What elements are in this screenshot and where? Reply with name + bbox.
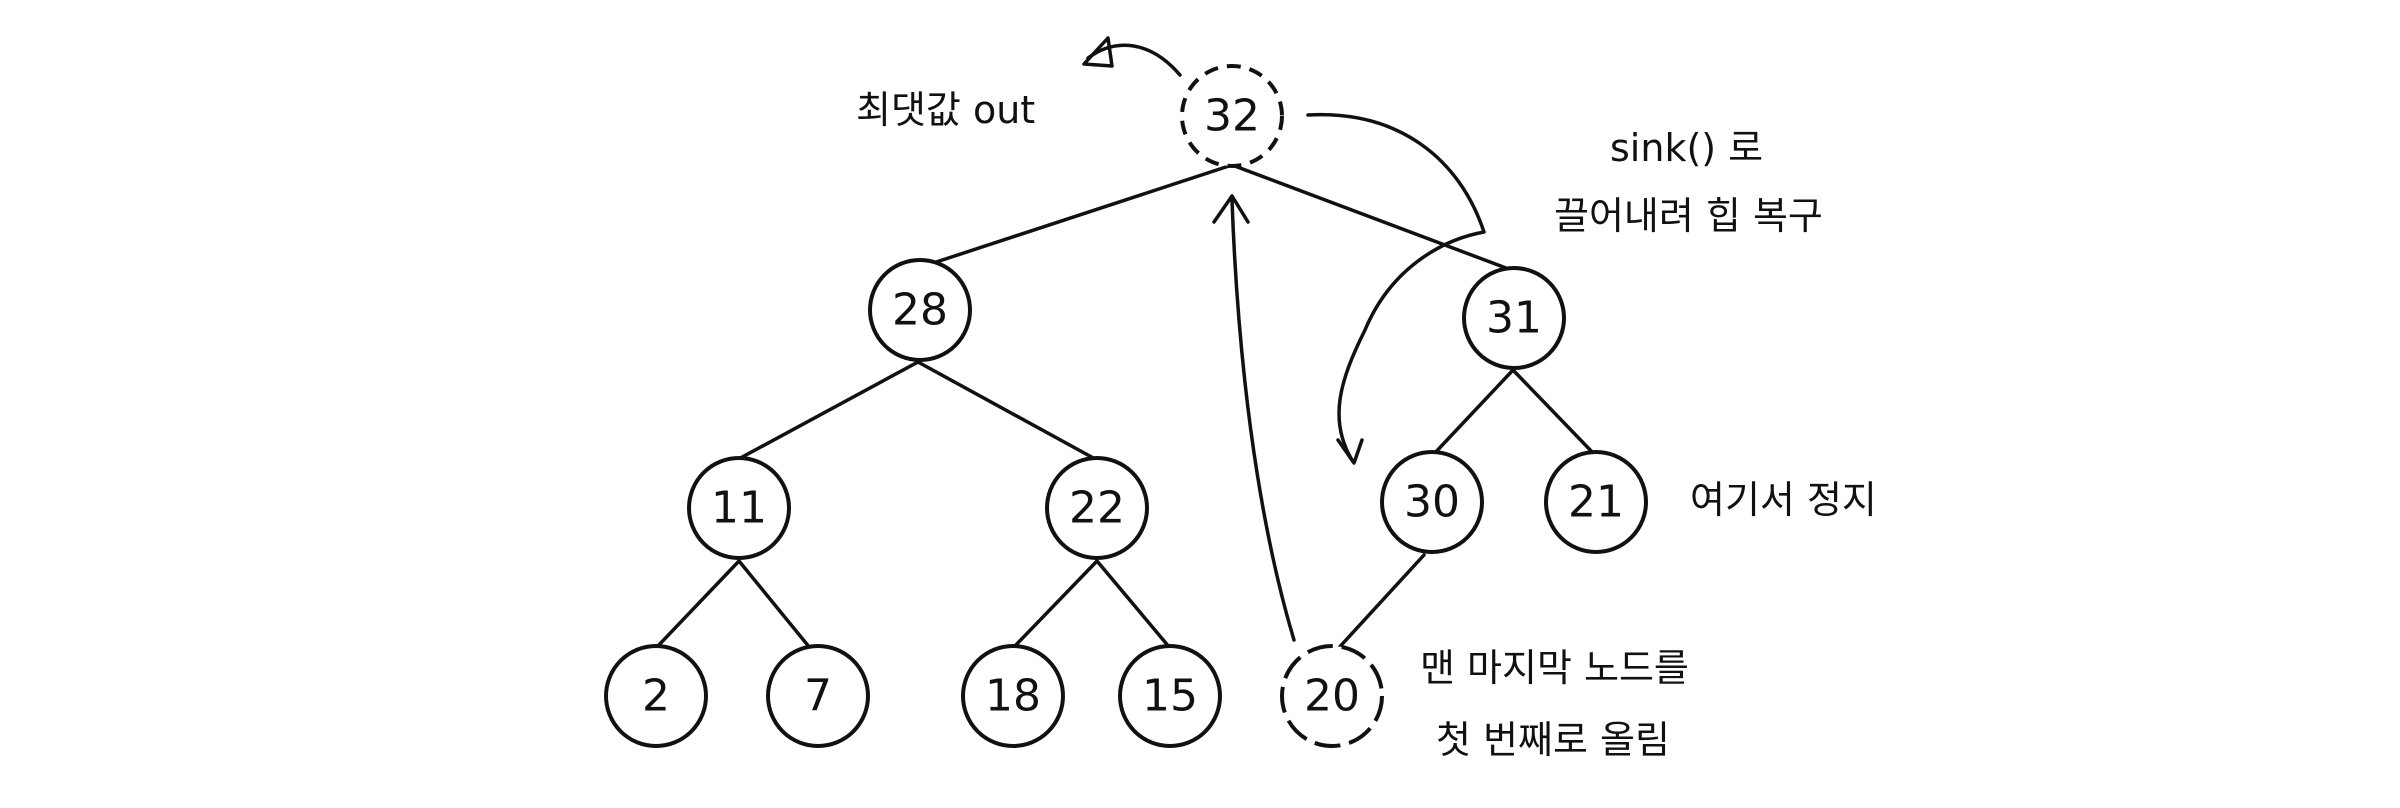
edge-11-7 xyxy=(737,559,812,650)
edge-31-30 xyxy=(1430,368,1515,458)
sink-annotation-line2: 끌어내려 힙 복구 xyxy=(1554,194,1823,238)
edge-30-20 xyxy=(1333,553,1426,654)
max-out-arrow xyxy=(1086,43,1182,77)
node-31-label: 31 xyxy=(1486,293,1542,344)
node-22-label: 22 xyxy=(1069,483,1125,534)
edge-22-15 xyxy=(1095,559,1172,650)
max-out-arrowhead xyxy=(1082,36,1114,68)
node-22: 22 xyxy=(1045,456,1149,560)
node-21-label: 21 xyxy=(1568,477,1624,528)
node-15-label: 15 xyxy=(1142,671,1198,722)
tree-nodes: 32 28 31 11 22 30 21 2 xyxy=(604,64,1648,748)
node-21: 21 xyxy=(1544,450,1648,554)
node-2: 2 xyxy=(604,644,708,748)
node-28: 28 xyxy=(868,258,972,362)
edge-22-18 xyxy=(1011,559,1099,650)
node-11-label: 11 xyxy=(711,483,767,534)
edge-31-21 xyxy=(1511,368,1598,458)
node-30-label: 30 xyxy=(1404,477,1460,528)
node-20: 20 xyxy=(1280,644,1384,748)
node-18-label: 18 xyxy=(985,671,1041,722)
max-out-annotation: 최댓값 out xyxy=(856,88,1035,132)
stop-here-annotation: 여기서 정지 xyxy=(1690,478,1877,522)
arrows xyxy=(1082,36,1486,642)
last-node-annotation-line2: 첫 번째로 올림 xyxy=(1436,718,1670,762)
node-root: 32 xyxy=(1180,64,1284,168)
edge-11-2 xyxy=(654,559,741,650)
node-7-label: 7 xyxy=(804,671,832,722)
edge-28-22 xyxy=(916,360,1099,462)
node-7: 7 xyxy=(766,644,870,748)
edge-32-28 xyxy=(916,163,1234,270)
node-root-label: 32 xyxy=(1204,91,1260,142)
node-15: 15 xyxy=(1118,644,1222,748)
node-20-label: 20 xyxy=(1304,671,1360,722)
node-31: 31 xyxy=(1462,266,1566,370)
sink-arrowhead xyxy=(1336,438,1364,465)
edge-32-31 xyxy=(1230,163,1532,279)
node-2-label: 2 xyxy=(642,671,670,722)
sink-annotation-line1: sink() 로 xyxy=(1610,126,1763,170)
node-18: 18 xyxy=(961,644,1065,748)
last-node-annotation-line1: 맨 마지막 노드를 xyxy=(1420,646,1689,690)
edge-28-11 xyxy=(731,360,920,464)
tree-edges xyxy=(654,163,1598,654)
node-28-label: 28 xyxy=(892,285,948,336)
promote-last-node-arrow xyxy=(1230,198,1296,642)
node-11: 11 xyxy=(687,456,791,560)
sink-arrow xyxy=(1306,112,1486,462)
promote-last-node-arrowhead xyxy=(1212,194,1250,224)
annotations: 최댓값 out sink() 로 끌어내려 힙 복구 여기서 정지 맨 마지막 … xyxy=(856,88,1877,762)
node-30: 30 xyxy=(1380,450,1484,554)
